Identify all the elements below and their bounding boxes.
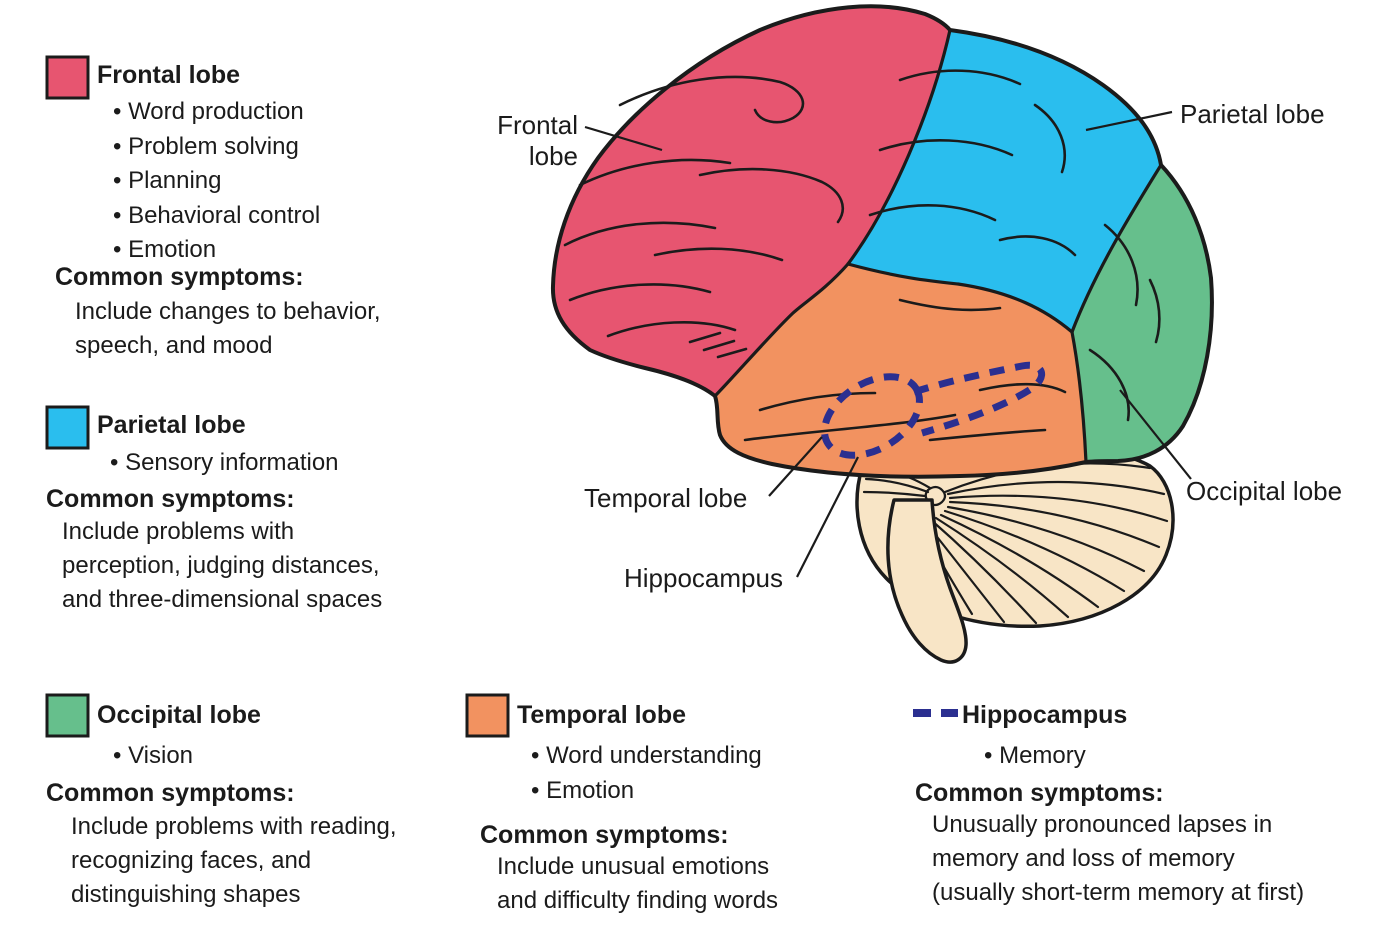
temporal-function-list: Word understanding Emotion	[531, 739, 762, 808]
temporal-lobe-color-swatch	[465, 693, 510, 738]
function-bullet: Word production	[113, 95, 320, 130]
symptom-line: memory and loss of memory	[932, 845, 1235, 872]
hippocampus-function-list: Memory	[984, 739, 1086, 774]
hippocampus-leader-line	[796, 456, 859, 578]
parietal-leader-line	[1085, 110, 1173, 132]
function-bullet: Memory	[984, 739, 1086, 774]
parietal-lobe-region	[848, 30, 1161, 332]
hippocampus-outline	[821, 361, 1046, 459]
sulci	[563, 69, 1161, 442]
occipital-lobe-diagram-label: Occipital lobe	[1186, 476, 1343, 506]
symptom-line: Include unusual emotions	[497, 853, 770, 880]
temporal-lobe-diagram-label: Temporal lobe	[584, 483, 748, 513]
frontal-symptoms-heading: Common symptoms:	[55, 263, 304, 291]
occipital-lobe-region	[1072, 165, 1212, 462]
function-bullet: Sensory information	[110, 446, 338, 481]
symptom-line: distinguishing shapes	[71, 881, 301, 908]
occipital-lobe-color-swatch	[45, 693, 90, 738]
frontal-lobe-color-swatch	[45, 55, 90, 100]
hippocampus-tail	[912, 361, 1046, 437]
hippocampus-diagram-label: Hippocampus	[624, 563, 783, 593]
cerebrum-outline	[550, 4, 1214, 479]
symptom-line: and difficulty finding words	[497, 887, 779, 914]
frontal-label-line2: lobe	[528, 141, 578, 171]
symptom-line: Unusually pronounced lapses in	[932, 811, 1273, 838]
frontal-legend-block: Frontal lobe Word production Problem sol…	[45, 55, 465, 385]
temporal-lobe-region	[715, 264, 1086, 477]
temporal-legend-title: Temporal lobe	[517, 701, 687, 729]
symptom-line: speech, and mood	[75, 332, 273, 359]
brainstem	[886, 498, 968, 664]
symptom-line: recognizing faces, and	[71, 847, 312, 874]
frontal-label-line1: Frontal	[497, 110, 578, 140]
occipital-symptoms-heading: Common symptoms:	[46, 779, 295, 807]
lobe-boundaries	[713, 28, 1163, 464]
parietal-lobe-diagram-label: Parietal lobe	[1180, 99, 1325, 129]
symptom-line: Include problems with reading,	[71, 813, 397, 840]
frontal-lobe-region	[552, 6, 950, 397]
symptom-line: (usually short-term memory at first)	[932, 879, 1305, 906]
frontal-legend-title: Frontal lobe	[97, 61, 241, 89]
parietal-lobe-color-swatch	[45, 405, 90, 450]
frontal-function-list: Word production Problem solving Planning…	[113, 95, 320, 268]
function-bullet: Emotion	[531, 774, 762, 809]
symptom-line: Include problems with	[62, 518, 295, 545]
function-bullet: Word understanding	[531, 739, 762, 774]
symptom-line: Include changes to behavior,	[75, 298, 381, 325]
occipital-function-list: Vision	[113, 739, 193, 774]
parietal-function-list: Sensory information	[110, 446, 338, 481]
hippocampus-symptoms-heading: Common symptoms:	[915, 779, 1164, 807]
function-bullet: Vision	[113, 739, 193, 774]
temporal-legend-block: Temporal lobe Word understanding Emotion…	[465, 693, 865, 923]
symptom-line: and three-dimensional spaces	[62, 586, 383, 613]
symptom-line: perception, judging distances,	[62, 552, 380, 579]
frontal-leader-line	[584, 125, 663, 152]
function-bullet: Behavioral control	[113, 199, 320, 234]
function-bullet: Emotion	[113, 233, 320, 268]
temporal-leader-line	[768, 436, 823, 497]
hippocampus-dash-icon	[913, 709, 958, 717]
occipital-leader-line	[1119, 389, 1192, 480]
hippocampus-legend-title: Hippocampus	[962, 701, 1128, 729]
occipital-legend-title: Occipital lobe	[97, 701, 261, 729]
function-bullet: Problem solving	[113, 130, 320, 165]
occipital-legend-block: Occipital lobe Vision Common symptoms: I…	[45, 693, 465, 923]
parietal-symptoms-heading: Common symptoms:	[46, 485, 295, 513]
parietal-legend-block: Parietal lobe Sensory information Common…	[45, 405, 465, 625]
temporal-symptoms-heading: Common symptoms:	[480, 821, 729, 849]
frontal-lobe-diagram-label: Frontal lobe	[440, 110, 578, 172]
function-bullet: Planning	[113, 164, 320, 199]
hippocampus-legend-block: Hippocampus Memory Common symptoms: Unus…	[912, 693, 1392, 923]
parietal-legend-title: Parietal lobe	[97, 411, 246, 439]
